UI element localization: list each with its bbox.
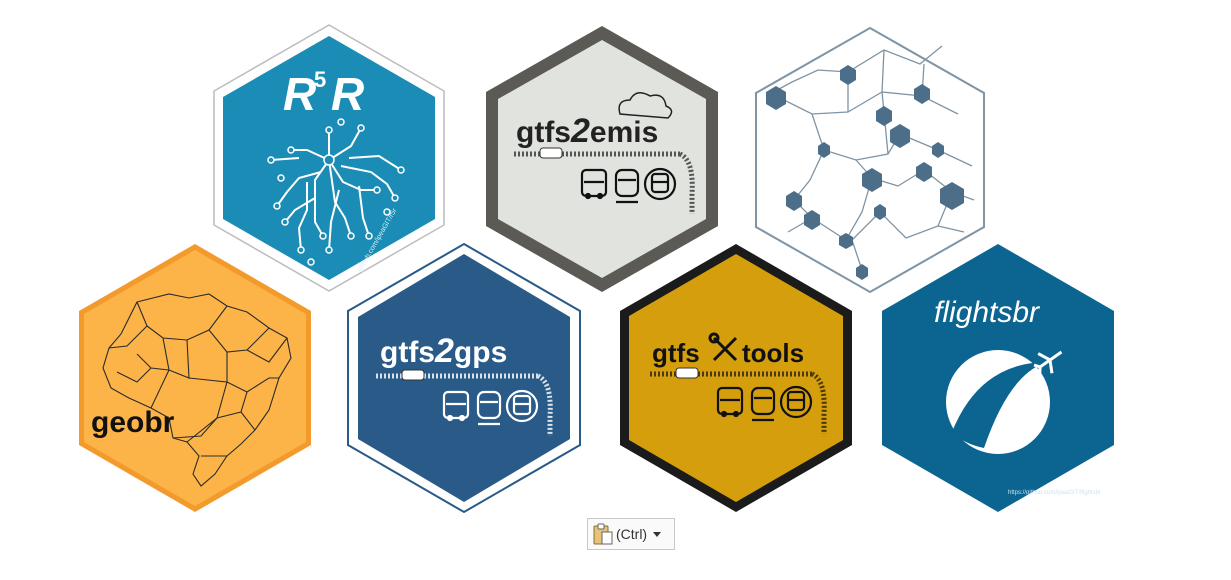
train-icon xyxy=(643,167,677,201)
gtfstools-name-a: gtfs xyxy=(652,338,700,368)
gtfstools-name-b: tools xyxy=(742,338,804,368)
airplane-icon xyxy=(1033,350,1063,374)
geobr-sticker: geobr xyxy=(77,242,313,514)
route-network-icon xyxy=(270,127,402,251)
bus-icon xyxy=(580,168,608,200)
bus-icon xyxy=(716,386,744,418)
brazil-map-icon xyxy=(102,293,292,487)
flightsbr-name: flightsbr xyxy=(934,296,1040,329)
paste-options-button[interactable]: (Ctrl) xyxy=(587,518,675,550)
r5r-title-superscript: 5 xyxy=(314,67,326,92)
network-sticker xyxy=(752,26,988,294)
bus-icon xyxy=(442,390,470,422)
gtfstools-sticker: gtfs tools xyxy=(618,242,854,514)
r5r-title: R xyxy=(283,68,316,120)
zipper-icon xyxy=(650,367,827,434)
chevron-down-icon[interactable] xyxy=(653,531,662,537)
gtfs2emis-sticker: gtfs2emis xyxy=(484,24,720,294)
gtfs2gps-name: gtfs2gps xyxy=(380,332,507,370)
flightsbr-url: https://github.com/ipeaGIT/flightsbr xyxy=(1008,490,1101,496)
gtfs2gps-sticker: gtfs2gps xyxy=(346,242,582,514)
r5r-title-end: R xyxy=(331,68,364,120)
zipper-icon xyxy=(514,147,695,214)
tram-icon xyxy=(750,386,776,422)
train-icon xyxy=(779,385,813,419)
globe-icon xyxy=(946,350,1050,454)
wrench-screwdriver-icon xyxy=(708,332,738,362)
paste-options-label: (Ctrl) xyxy=(616,526,648,542)
clipboard-icon xyxy=(593,523,613,545)
network-nodes xyxy=(766,65,964,280)
zipper-icon xyxy=(376,369,553,436)
r5r-sticker: R 5 R github.com/ipeaGIT/r5r xyxy=(211,22,447,294)
geobr-name: geobr xyxy=(91,406,175,439)
tram-icon xyxy=(614,168,640,204)
gtfs2emis-name: gtfs2emis xyxy=(516,112,658,150)
train-icon xyxy=(505,389,539,423)
cloud-icon xyxy=(618,92,673,119)
flightsbr-sticker: flightsbr https://github.com/ipeaGIT/fli… xyxy=(880,242,1116,514)
tram-icon xyxy=(476,390,502,426)
